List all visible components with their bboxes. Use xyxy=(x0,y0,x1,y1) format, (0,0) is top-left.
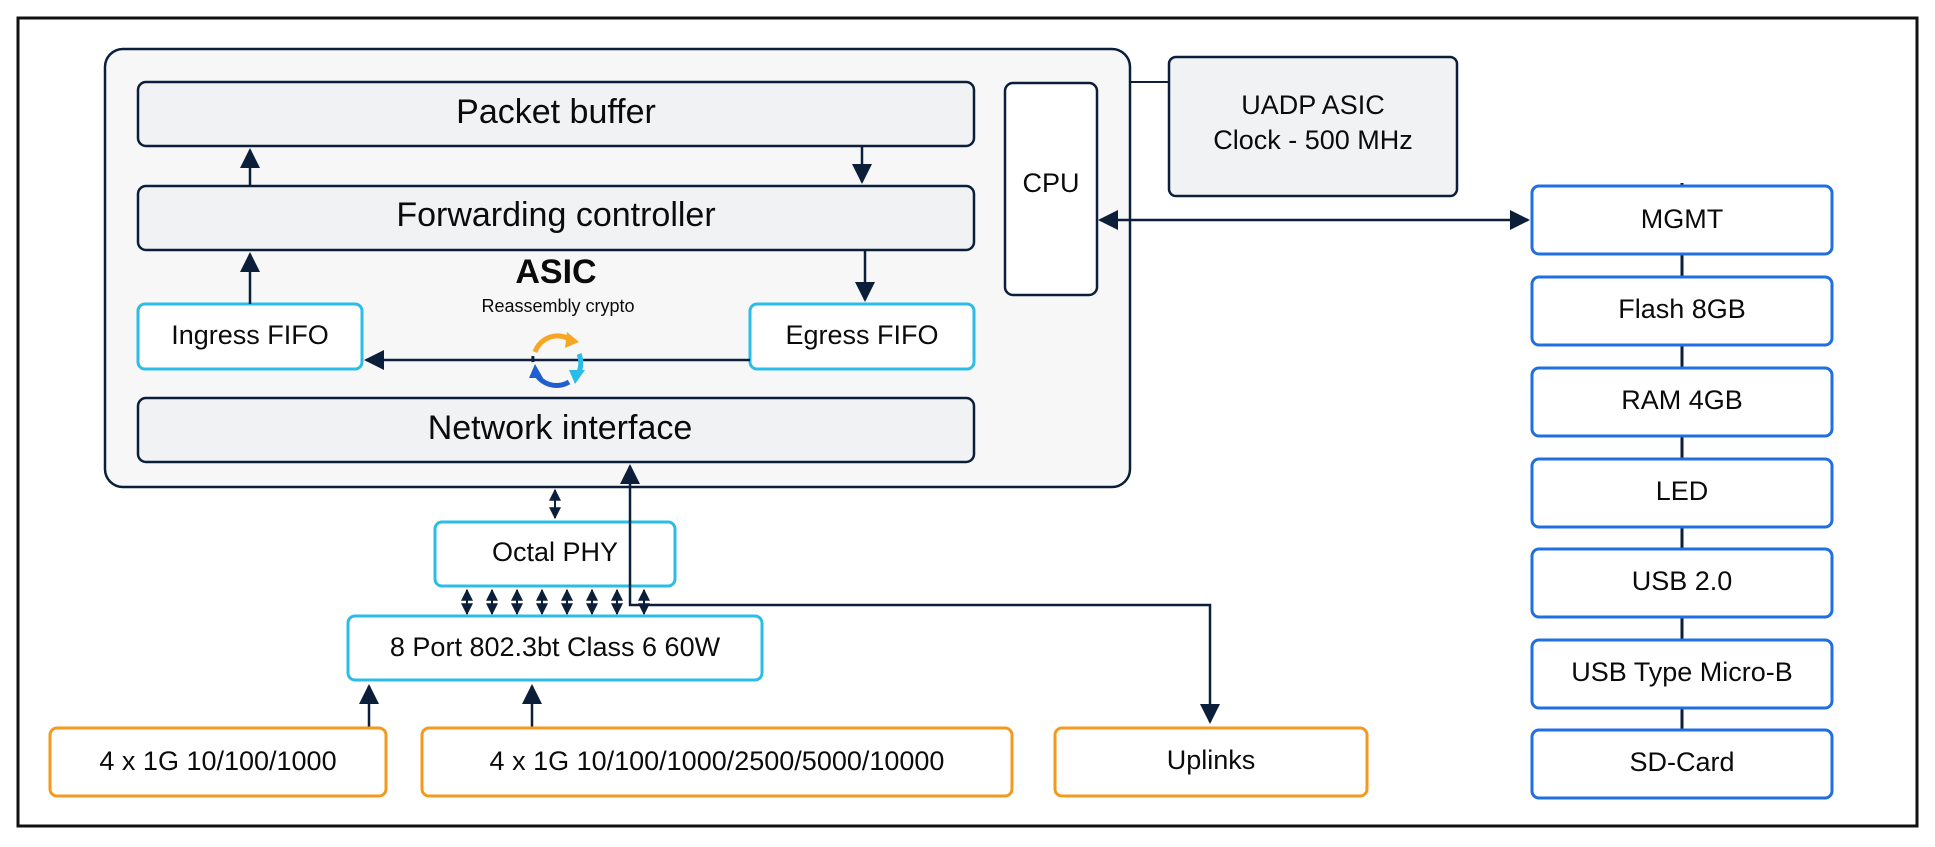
uplinks-label: Uplinks xyxy=(1167,745,1256,775)
reassembly-cycle-icon xyxy=(529,332,585,388)
cpu-label: CPU xyxy=(1022,168,1079,198)
peripheral-box-usb-micro-b xyxy=(1530,638,1834,710)
peripheral-label-mgmt: MGMT xyxy=(1641,204,1723,234)
multigig-ports-label: 4 x 1G 10/100/1000/2500/5000/10000 xyxy=(490,746,945,776)
phy-poe-links xyxy=(461,588,650,616)
peripheral-label-ram: RAM 4GB xyxy=(1621,385,1743,415)
ingress-fifo-label: Ingress FIFO xyxy=(171,320,329,350)
asic-container xyxy=(103,47,1132,489)
peripheral-box-ram xyxy=(1530,366,1834,438)
packet-buffer-label: Packet buffer xyxy=(456,93,656,131)
peripheral-box-led xyxy=(1530,457,1834,529)
cpu-box xyxy=(1003,81,1099,297)
peripheral-label-sd-card: SD-Card xyxy=(1629,747,1734,777)
poe-label: 8 Port 802.3bt Class 6 60W xyxy=(390,632,721,662)
poe-box xyxy=(346,614,764,682)
network-interface-label: Network interface xyxy=(428,409,693,447)
outer-frame xyxy=(16,16,1919,828)
peripheral-label-led: LED xyxy=(1656,476,1709,506)
asic-title: ASIC xyxy=(515,253,596,291)
egress-fifo-box xyxy=(748,302,976,371)
multigig-ports-box xyxy=(420,726,1014,798)
peripheral-label-flash: Flash 8GB xyxy=(1618,294,1746,324)
network-interface-box xyxy=(136,396,976,464)
peripheral-box-sd-card xyxy=(1530,728,1834,800)
forwarding-controller-box xyxy=(136,184,976,252)
peripheral-box-mgmt xyxy=(1530,184,1834,256)
asic-subtitle: Reassembly crypto xyxy=(481,296,634,316)
peripheral-label-usb2: USB 2.0 xyxy=(1632,566,1733,596)
gig-ports-label: 4 x 1G 10/100/1000 xyxy=(99,746,336,776)
peripheral-label-usb-micro-b: USB Type Micro-B xyxy=(1571,657,1793,687)
uplinks-box xyxy=(1053,726,1369,798)
uadp-line1: UADP ASIC xyxy=(1241,90,1385,120)
gig-ports-box xyxy=(48,726,388,798)
peripheral-stack: MGMT Flash 8GB RAM 4GB LED USB 2.0 USB T… xyxy=(1530,184,1834,800)
octal-phy-label: Octal PHY xyxy=(492,537,618,567)
uadp-box xyxy=(1167,55,1459,198)
egress-fifo-label: Egress FIFO xyxy=(785,320,938,350)
forwarding-controller-label: Forwarding controller xyxy=(396,196,715,234)
uadp-line2: Clock - 500 MHz xyxy=(1213,125,1413,155)
peripheral-box-usb2 xyxy=(1530,547,1834,619)
packet-buffer-box xyxy=(136,80,976,148)
peripheral-box-flash xyxy=(1530,275,1834,347)
arrow-uplinks-path xyxy=(620,464,1220,724)
